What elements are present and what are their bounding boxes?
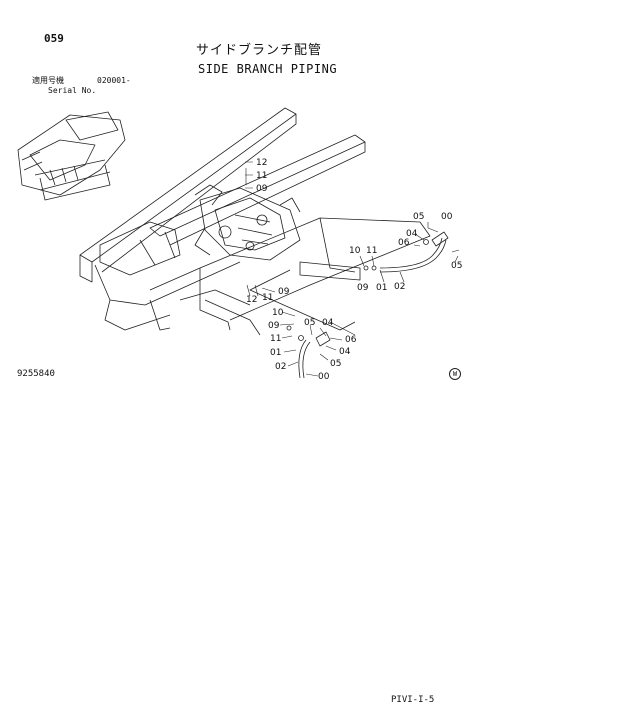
callout-02-middle: 02 — [394, 282, 405, 292]
page-number: 059 — [44, 32, 64, 45]
footer-code: PIVI-I-5 — [391, 695, 435, 705]
callout-10-left: 10 — [272, 308, 284, 318]
callout-leaders — [245, 161, 460, 377]
serial-number-value: 020001- — [97, 76, 131, 85]
callout-01-middle: 01 — [376, 283, 387, 293]
right-hose-assembly — [363, 231, 449, 273]
callout-10-middle: 10 — [349, 246, 361, 256]
callout-04-right: 04 — [406, 229, 418, 239]
callout-11-top: 11 — [256, 171, 267, 181]
callout-12-lower: 12 — [246, 295, 257, 305]
serial-label-english: Serial No. — [48, 86, 97, 95]
w-mark: W — [449, 368, 461, 380]
callout-09-left: 09 — [268, 321, 280, 331]
callout-05-left-lower: 05 — [330, 359, 341, 369]
callout-05-right-lower: 05 — [451, 261, 462, 271]
callout-06-left: 06 — [345, 335, 357, 345]
callout-labels: 12 11 09 05 00 04 06 05 10 11 09 01 02 1… — [246, 158, 462, 382]
figure-id: 9255840 — [17, 369, 55, 379]
callout-09-lower: 09 — [278, 287, 290, 297]
page-title-english: SIDE BRANCH PIPING — [198, 62, 338, 76]
page-title-japanese: サイドブランチ配管 — [196, 43, 323, 58]
callout-00-right: 00 — [441, 212, 453, 222]
serial-label-japanese: 適用号機 — [32, 76, 64, 85]
overview-thumbnail — [17, 111, 126, 201]
callout-09-top: 09 — [256, 184, 268, 194]
callout-04-left: 04 — [322, 318, 334, 328]
callout-12-top: 12 — [256, 158, 267, 168]
callout-02-left: 02 — [275, 362, 286, 372]
callout-05-right: 05 — [413, 212, 424, 222]
left-hose-assembly — [286, 325, 331, 379]
callout-09-middle: 09 — [357, 283, 369, 293]
callout-05-left: 05 — [304, 318, 315, 328]
callout-00-left: 00 — [318, 372, 330, 382]
callout-06-right: 06 — [398, 238, 410, 248]
frame-structure — [79, 107, 431, 336]
callout-11-middle: 11 — [366, 246, 377, 256]
control-valve-assembly — [194, 184, 301, 261]
callout-11-lower: 11 — [262, 293, 273, 303]
callout-11-left: 11 — [270, 334, 281, 344]
callout-04-left-lower: 04 — [339, 347, 351, 357]
callout-01-left: 01 — [270, 348, 281, 358]
